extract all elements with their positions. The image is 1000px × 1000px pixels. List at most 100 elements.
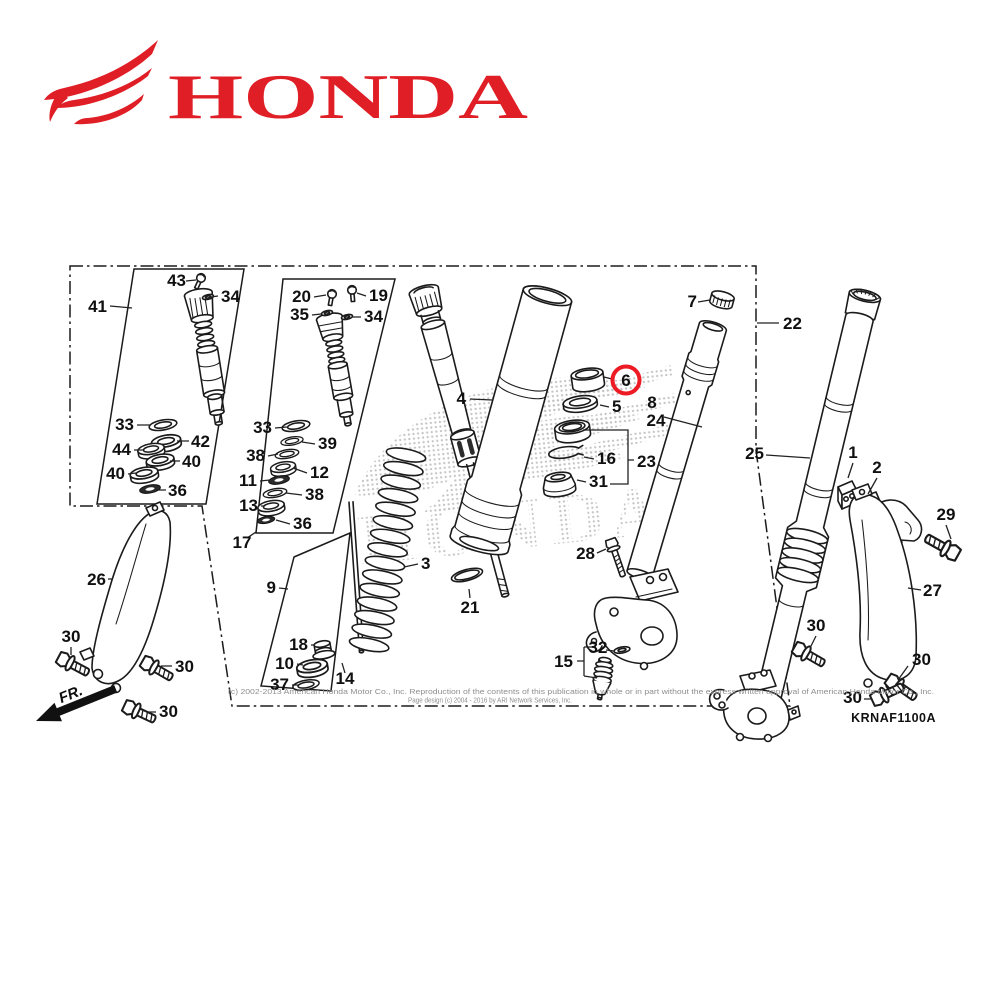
- callout-44[interactable]: 44: [112, 440, 131, 459]
- honda-logo: HONDA: [44, 40, 528, 132]
- part-cap-7: [709, 290, 735, 310]
- part-damper-assembly-left: [183, 287, 226, 426]
- callout-43[interactable]: 43: [167, 271, 186, 290]
- callout-9[interactable]: 9: [267, 578, 276, 597]
- callout-27[interactable]: 27: [923, 581, 942, 600]
- callout-38b[interactable]: 38: [305, 485, 324, 504]
- callout-6-highlighted[interactable]: 6: [621, 371, 630, 390]
- callout-28[interactable]: 28: [576, 544, 595, 563]
- part-collar-10: [294, 656, 330, 681]
- part-axle-holder-right: [708, 669, 801, 743]
- callout-30f[interactable]: 30: [843, 688, 862, 707]
- group-box-41: [96, 268, 245, 505]
- part-rebound-adjuster-15: [592, 656, 614, 701]
- part-axle-holder-left: [585, 568, 679, 671]
- callout-4[interactable]: 4: [457, 389, 467, 408]
- callout-17[interactable]: 17: [233, 533, 252, 552]
- honda-logo-text: HONDA: [168, 61, 528, 132]
- part-right-fork-assembly: [752, 288, 882, 713]
- callout-16[interactable]: 16: [597, 449, 616, 468]
- honda-wing-icon: [44, 40, 158, 125]
- callout-1[interactable]: 1: [848, 443, 857, 462]
- callout-12[interactable]: 12: [310, 463, 329, 482]
- highlight-ring: [610, 364, 642, 396]
- part-fork-tube-4: [449, 285, 573, 556]
- callout-29[interactable]: 29: [937, 505, 956, 524]
- group-brackets: [577, 429, 634, 679]
- part-washer-32: [613, 645, 631, 655]
- callout-34a[interactable]: 34: [221, 287, 240, 306]
- callout-11[interactable]: 11: [239, 471, 257, 490]
- part-fork-spring: [348, 447, 427, 653]
- callout-labels: 41 43 34 33 42 44 40 40 36 20 19 35 34 3…: [62, 271, 956, 721]
- part-oring-21: [450, 567, 484, 583]
- callout-33b[interactable]: 33: [253, 418, 272, 437]
- callout-40b[interactable]: 40: [106, 464, 125, 483]
- callout-24[interactable]: 24: [647, 411, 666, 430]
- callout-18[interactable]: 18: [289, 635, 308, 654]
- leader-lines: [70, 279, 952, 713]
- watermark-stripes: [539, 364, 677, 468]
- part-bolt-30d: [789, 638, 829, 672]
- callout-20[interactable]: 20: [292, 287, 311, 306]
- callout-42[interactable]: 42: [191, 432, 210, 451]
- assembly-boundary-dashdot: [69, 265, 791, 707]
- callout-40a[interactable]: 40: [182, 452, 201, 471]
- part-bushing-6: [570, 367, 606, 393]
- callout-14[interactable]: 14: [336, 669, 355, 688]
- callout-39[interactable]: 39: [318, 434, 337, 453]
- group-box-17: [255, 278, 396, 534]
- part-damper-assembly-right: [315, 312, 354, 427]
- callout-13[interactable]: 13: [239, 496, 258, 515]
- part-outer-pipe-8-24: [626, 319, 728, 581]
- callout-22[interactable]: 22: [783, 314, 802, 333]
- callout-8[interactable]: 8: [647, 393, 656, 412]
- callout-25[interactable]: 25: [745, 444, 764, 463]
- callout-23[interactable]: 23: [637, 452, 656, 471]
- callout-2[interactable]: 2: [872, 458, 881, 477]
- group-box-9: [260, 531, 351, 692]
- front-arrow-icon: [36, 685, 118, 722]
- callout-7[interactable]: 7: [688, 292, 697, 311]
- callout-34b[interactable]: 34: [364, 307, 383, 326]
- part-bolt-28: [604, 536, 627, 578]
- part-bolt-29: [920, 528, 964, 564]
- part-damper-cartridge: [408, 283, 510, 598]
- callout-26[interactable]: 26: [87, 570, 106, 589]
- callout-21[interactable]: 21: [461, 598, 480, 617]
- callout-32[interactable]: 32: [589, 638, 608, 657]
- callout-30a[interactable]: 30: [62, 627, 81, 646]
- copyright-line-1: (c) 2002-2013 American Honda Motor Co., …: [228, 687, 934, 696]
- part-lock-nut-18: [312, 639, 336, 660]
- diagram-code: KRNAF1100A: [851, 711, 936, 725]
- part-screw-19: [346, 284, 359, 303]
- callout-15[interactable]: 15: [554, 652, 573, 671]
- callout-41[interactable]: 41: [88, 297, 107, 316]
- front-direction-marker: FR.: [36, 682, 118, 722]
- callout-33a[interactable]: 33: [115, 415, 134, 434]
- callout-35[interactable]: 35: [290, 305, 309, 324]
- part-stopper-ring-16: [548, 444, 584, 460]
- callout-36b[interactable]: 36: [293, 514, 312, 533]
- callout-30d[interactable]: 30: [807, 616, 826, 635]
- part-oil-seal-23: [553, 419, 592, 444]
- part-screw-20: [324, 288, 338, 307]
- callout-30b[interactable]: 30: [175, 657, 194, 676]
- callout-30e[interactable]: 30: [912, 650, 931, 669]
- callout-30c[interactable]: 30: [159, 702, 178, 721]
- part-dust-seal-31: [542, 471, 577, 498]
- callout-31[interactable]: 31: [589, 472, 608, 491]
- callout-10[interactable]: 10: [275, 654, 294, 673]
- callout-38a[interactable]: 38: [246, 446, 265, 465]
- callout-37[interactable]: 37: [270, 675, 289, 694]
- callout-36a[interactable]: 36: [168, 481, 187, 500]
- callout-19[interactable]: 19: [369, 286, 388, 305]
- part-backup-ring-5: [562, 394, 599, 414]
- callout-3[interactable]: 3: [421, 554, 430, 573]
- part-washer-34b: [340, 312, 354, 322]
- callout-5[interactable]: 5: [612, 397, 621, 416]
- copyright-line-2: Page design (c) 2004 - 2016 by ARI Netwo…: [408, 696, 572, 705]
- part-screw-43: [191, 271, 208, 292]
